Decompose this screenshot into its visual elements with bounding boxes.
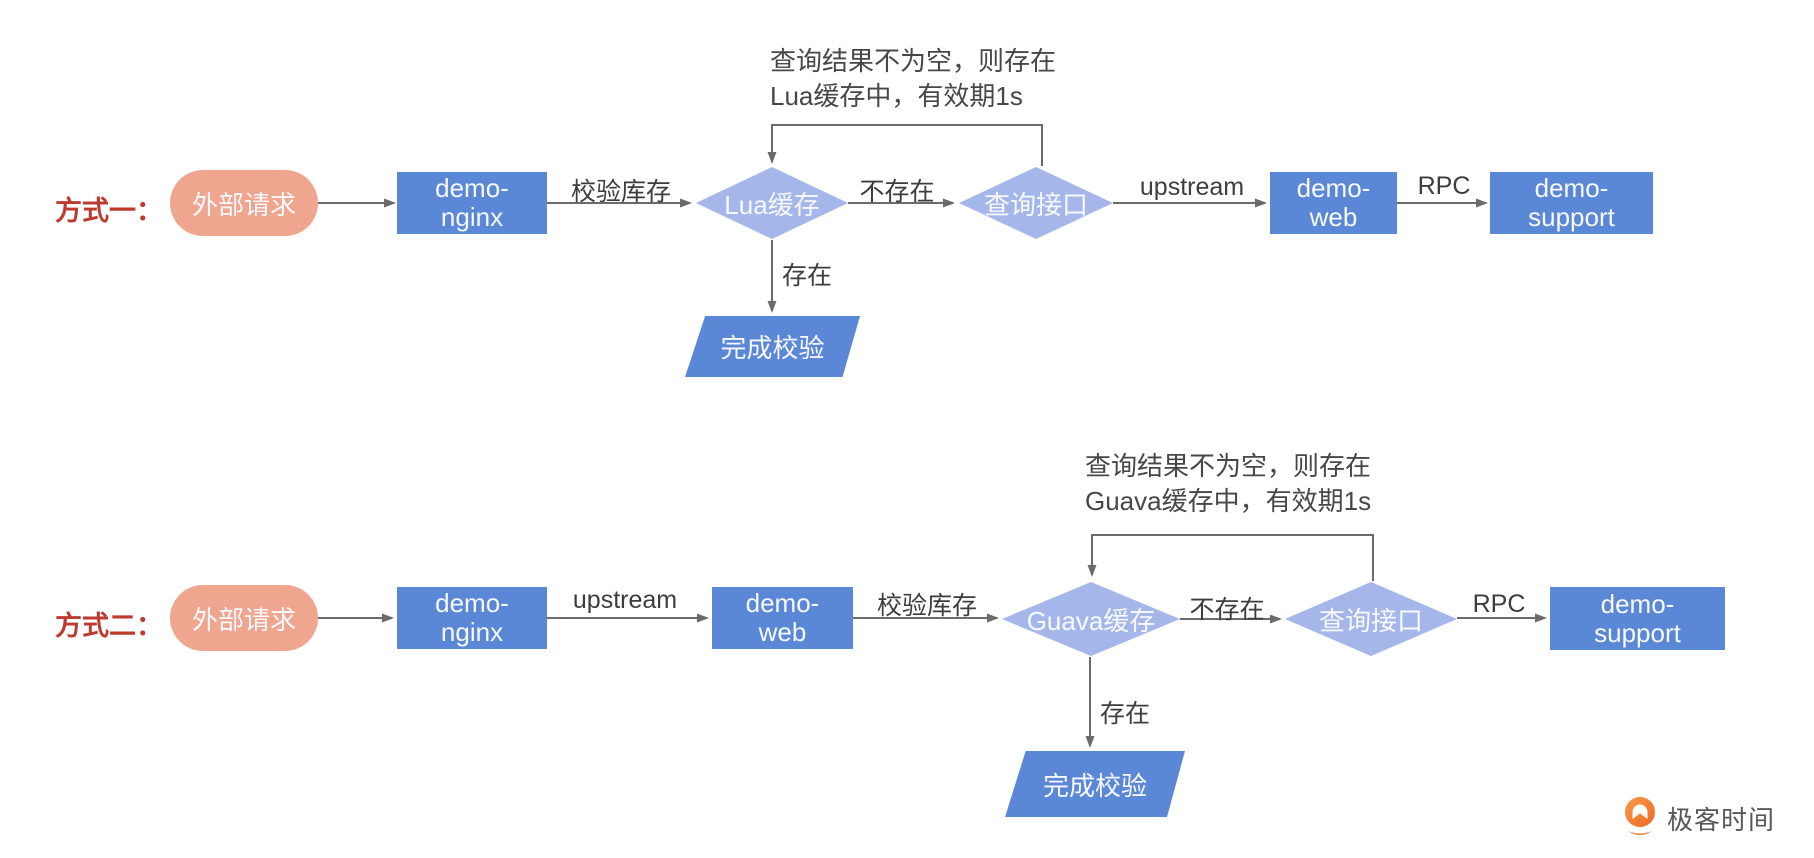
flow2-annotation-line2: Guava缓存中，有效期1s	[1085, 486, 1372, 516]
flow1-external-request-label: 外部请求	[191, 189, 296, 220]
geektime-logo-icon	[1625, 797, 1655, 835]
flow1-title: 方式一：	[55, 196, 163, 226]
flow1-nginx-label-line1: demo-	[435, 173, 509, 203]
flow2-edge-query-loopback-guavacache	[1087, 534, 1374, 581]
flow2-guava-cache-label: Guava缓存	[1026, 605, 1156, 636]
flow1-annotation-line2: Lua缓存中，有效期1s	[770, 81, 1023, 111]
flow1-label-check-stock: 校验库存	[570, 178, 672, 206]
flow1-web-label-line2: web	[1309, 202, 1358, 232]
flow1-label-upstream: upstream	[1139, 173, 1245, 201]
flow1-nginx-label-line2: nginx	[440, 202, 504, 232]
flow2-external-request-node: 外部请求	[170, 585, 318, 651]
flow1-web-node: demo- web	[1270, 172, 1397, 234]
flow1-external-request-node: 外部请求	[170, 170, 318, 236]
flow2-label-exists: 存在	[1100, 700, 1151, 728]
flow2-support-label-line2: support	[1594, 617, 1681, 648]
flow1-annotation-line1: 查询结果不为空，则存在	[770, 46, 1057, 76]
flow2-annotation: 查询结果不为空，则存在 Guava缓存中，有效期1s	[1085, 449, 1371, 519]
flow2-annotation-line1: 查询结果不为空，则存在	[1085, 451, 1372, 481]
flow2-nginx-node: demo- nginx	[397, 587, 547, 649]
flow2-nginx-label-line1: demo-	[435, 588, 509, 618]
flow1-label-exists: 存在	[782, 262, 833, 290]
geektime-logo-text: 极客时间	[1667, 804, 1776, 835]
flow2-web-label-line2: web	[758, 617, 807, 647]
flow2-support-label-line1: demo-	[1600, 588, 1675, 619]
flow2-done-label: 完成校验	[1042, 770, 1147, 801]
flow2-support-node: demo- support	[1550, 587, 1725, 650]
flow1-web-label-line1: demo-	[1296, 173, 1371, 203]
flow2-done-parallelogram: 完成校验	[1005, 751, 1185, 817]
flow2-nginx-label-line2: nginx	[440, 617, 504, 647]
flow1-label-rpc: RPC	[1417, 172, 1471, 200]
flow1-done-parallelogram: 完成校验	[685, 316, 860, 377]
flow2-label-rpc: RPC	[1472, 590, 1526, 618]
geektime-logo: 极客时间	[1622, 796, 1775, 840]
flow2-web-node: demo- web	[712, 587, 853, 649]
flow2-web-label-line1: demo-	[745, 588, 820, 618]
flow1-edge-query-loopback-luacache	[767, 124, 1043, 166]
flow1-lua-cache-label: Lua缓存	[724, 189, 820, 220]
flow1-annotation: 查询结果不为空，则存在 Lua缓存中，有效期1s	[770, 44, 1056, 114]
flow1-done-label: 完成校验	[720, 333, 825, 363]
flow2-query-api-label: 查询接口	[1318, 605, 1423, 636]
flow2-label-not-exists: 不存在	[1189, 596, 1265, 624]
flow1-support-node: demo- support	[1490, 172, 1653, 234]
flow2-label-upstream: upstream	[572, 586, 678, 614]
flow1-support-label-line1: demo-	[1534, 173, 1609, 203]
flow1-label-not-exists: 不存在	[859, 178, 935, 206]
flow2-label-check-stock: 校验库存	[876, 592, 978, 620]
flow2-title: 方式二：	[55, 611, 163, 641]
flow1-support-label-line2: support	[1528, 202, 1615, 232]
flow1-query-api-label: 查询接口	[983, 189, 1088, 220]
flow2-external-request-label: 外部请求	[191, 604, 296, 635]
flow1-nginx-node: demo- nginx	[397, 172, 547, 234]
